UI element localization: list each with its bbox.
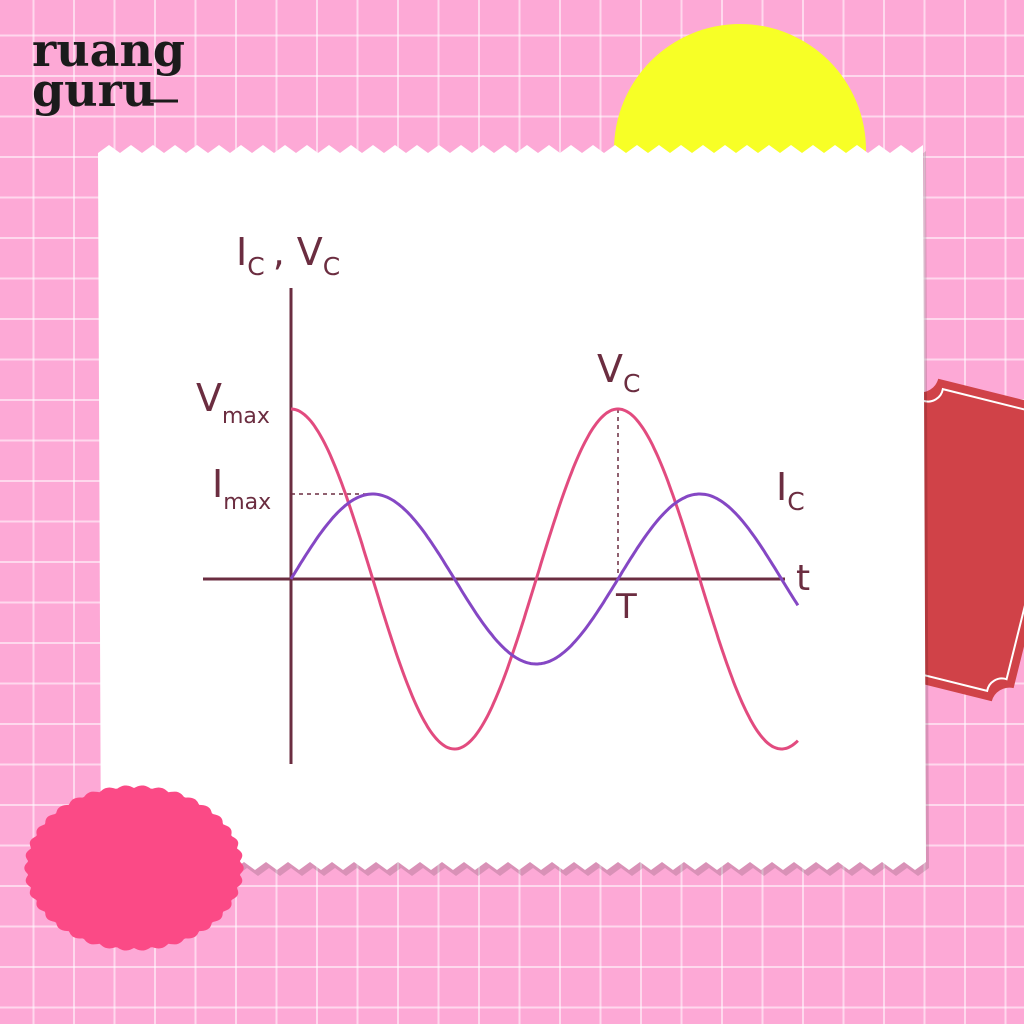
logo-line1: ruang: [32, 23, 185, 77]
blob-decoration: [24, 785, 244, 951]
vmax-label: Vmax: [196, 376, 270, 429]
imax-label: Imax: [212, 462, 271, 515]
paper-sheet: [98, 145, 926, 870]
series-ic-line: [289, 492, 800, 666]
chart: IC,VC Vmax Imax VC IC t T: [196, 230, 810, 764]
y-axis-label: IC,VC: [236, 230, 340, 281]
series-ic-label: IC: [776, 465, 805, 516]
ruangguru-logo: ruang guru: [32, 23, 185, 117]
x-axis-label: t: [796, 558, 810, 599]
series-vc-line: [290, 407, 799, 751]
period-label: T: [615, 587, 637, 627]
logo-line2: guru: [32, 63, 155, 117]
series-vc-label: VC: [597, 347, 640, 398]
